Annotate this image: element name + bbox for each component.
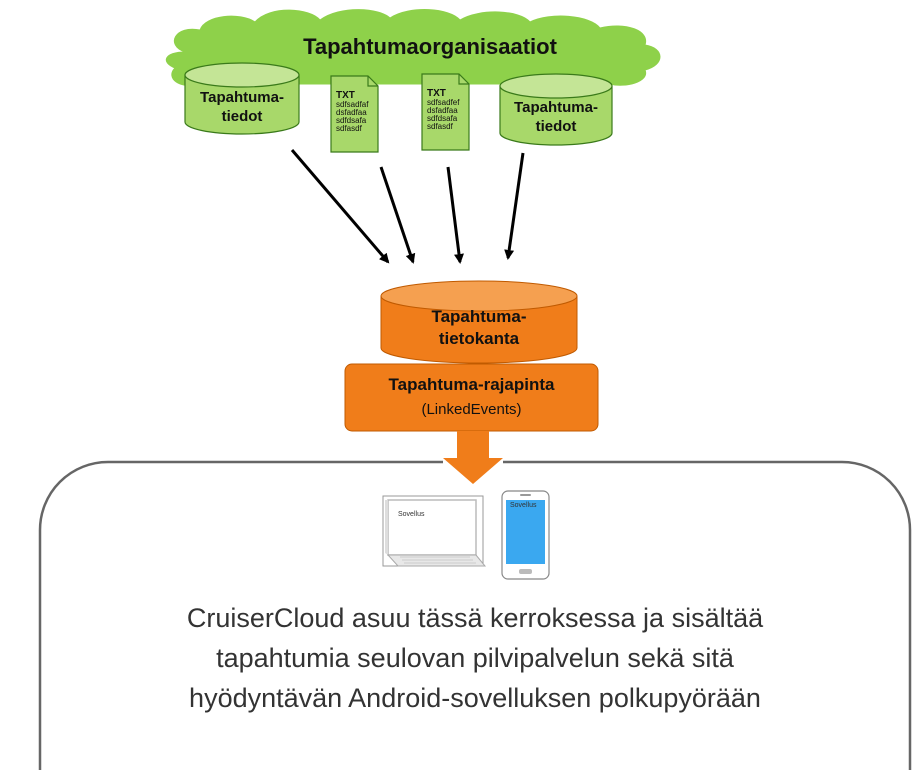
laptop-icon bbox=[382, 495, 487, 567]
database-label-line2: tietokanta bbox=[438, 329, 520, 348]
application-layer-frame bbox=[38, 460, 912, 770]
document-2-line: sdfasdf bbox=[427, 122, 453, 131]
phone-screen-label: Sovellus bbox=[510, 502, 537, 509]
source-cylinder-left bbox=[184, 62, 300, 135]
document-1-text: TXT sdfsadfaf dsfadfaa sdfdsafa sdfasdf bbox=[336, 90, 368, 133]
caption-line: tapahtumia seulovan pilvipalvelun sekä s… bbox=[216, 643, 734, 673]
document-1-line: sdfdsafa bbox=[336, 116, 367, 125]
cloud-title: Tapahtumaorganisaatiot bbox=[303, 34, 557, 59]
cylinder-left-line1: Tapahtuma- bbox=[200, 89, 284, 106]
cylinder-left-line2: tiedot bbox=[221, 108, 263, 125]
document-1-line: sdfasdf bbox=[336, 124, 362, 133]
document-1-line: dsfadfaa bbox=[336, 108, 367, 117]
document-icon-2 bbox=[421, 73, 470, 151]
document-1-head: TXT bbox=[336, 90, 355, 101]
source-cylinder-right bbox=[499, 73, 613, 146]
source-cylinder-right-label: Tapahtuma- tiedot bbox=[500, 98, 612, 136]
database-label-line1: Tapahtuma- bbox=[431, 307, 527, 326]
arrow-4 bbox=[504, 152, 525, 260]
cylinder-right-line2: tiedot bbox=[535, 118, 577, 135]
document-1-line: sdfsadfaf bbox=[336, 100, 369, 109]
document-2-head: TXT bbox=[427, 88, 446, 99]
database-label: Tapahtuma- tietokanta bbox=[381, 306, 577, 350]
api-title: Tapahtuma-rajapinta bbox=[388, 375, 555, 394]
phone-icon bbox=[501, 490, 550, 580]
laptop-screen-label: Sovellus bbox=[398, 511, 425, 518]
database-cylinder bbox=[380, 280, 578, 364]
document-2-text: TXT sdfsadfef dsfadfaa sdfdsafa sdfasdf bbox=[427, 88, 459, 131]
arrow-2 bbox=[379, 166, 416, 264]
down-arrow bbox=[443, 431, 503, 484]
cylinder-right-line1: Tapahtuma- bbox=[514, 99, 598, 116]
document-2-line: sdfdsafa bbox=[427, 114, 458, 123]
document-2-line: dsfadfaa bbox=[427, 106, 458, 115]
arrow-3 bbox=[446, 166, 464, 264]
document-2-line: sdfsadfef bbox=[427, 98, 460, 107]
caption: CruiserCloud asuu tässä kerroksessa ja s… bbox=[40, 598, 910, 718]
caption-line: CruiserCloud asuu tässä kerroksessa ja s… bbox=[186, 603, 764, 633]
caption-line: hyödyntävän Android-sovelluksen polkupyö… bbox=[189, 683, 761, 713]
document-icon-1 bbox=[330, 75, 379, 153]
source-cylinder-left-label: Tapahtuma- tiedot bbox=[185, 88, 299, 126]
api-subtitle: (LinkedEvents) bbox=[421, 401, 522, 418]
data-flow-arrows bbox=[290, 149, 525, 264]
arrow-1 bbox=[290, 149, 390, 264]
